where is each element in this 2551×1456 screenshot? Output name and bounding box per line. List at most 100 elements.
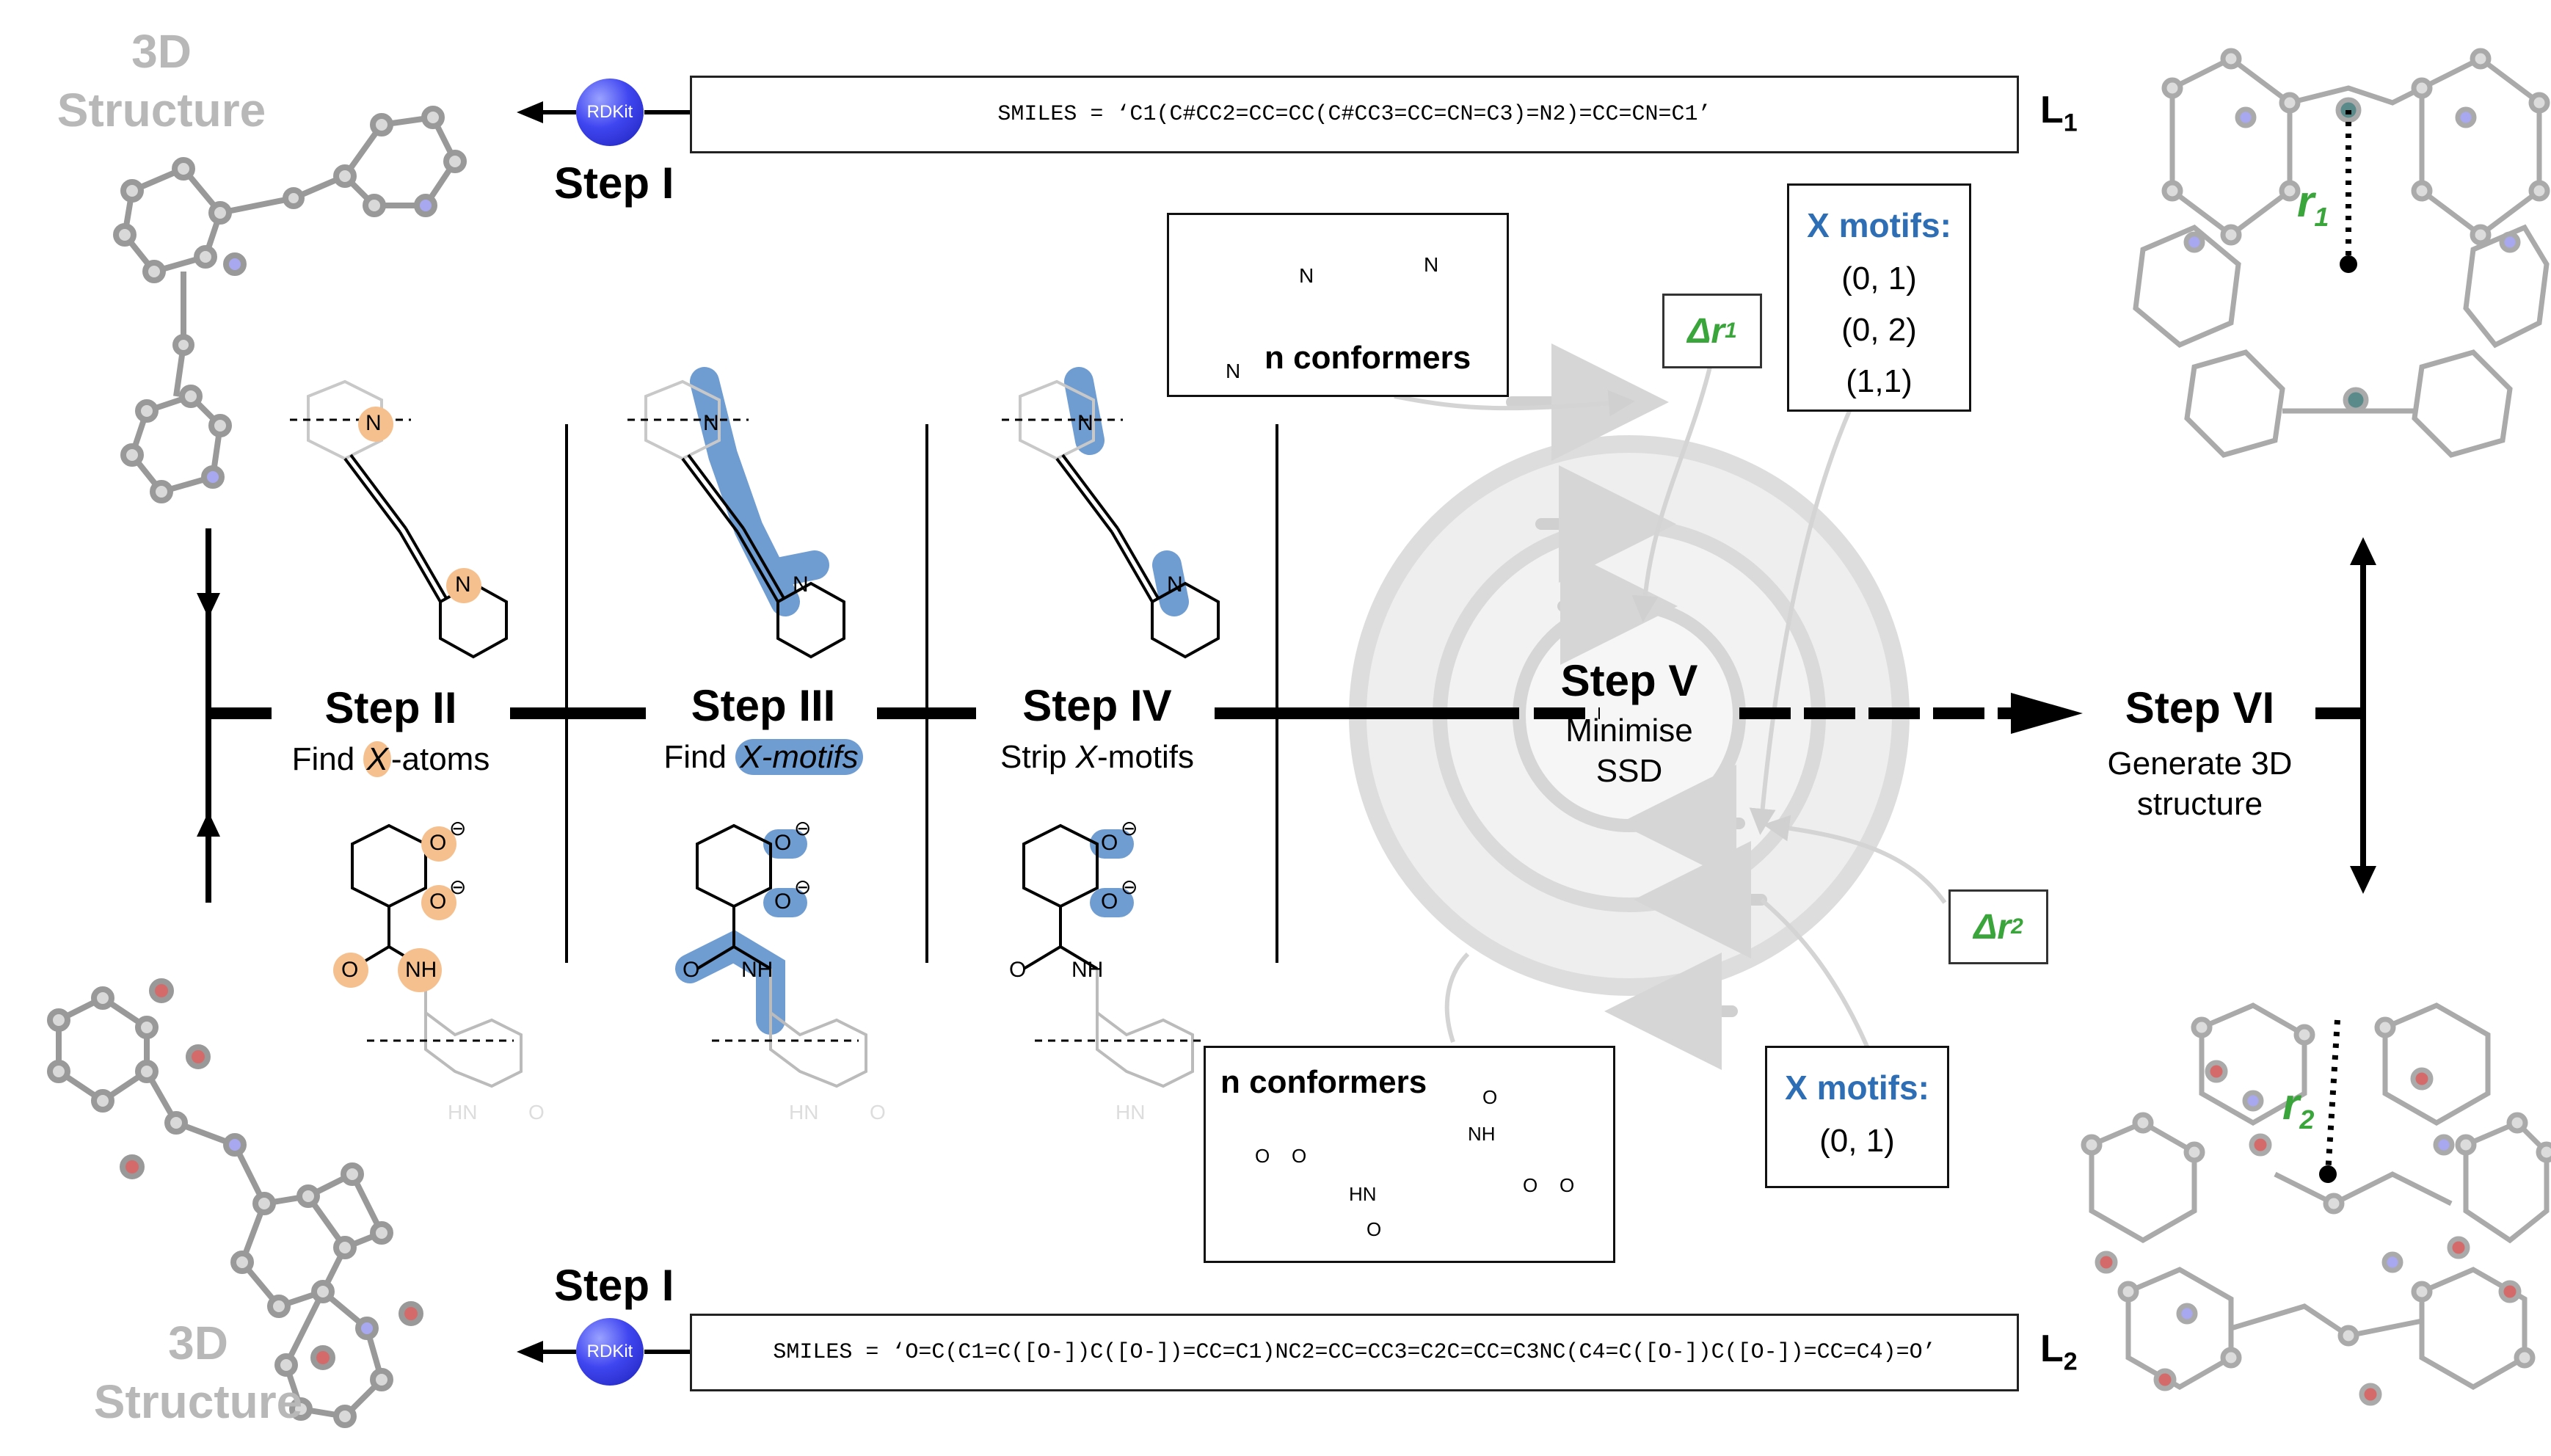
atom-label-n: N xyxy=(1167,572,1183,597)
faded-atom-o: O xyxy=(528,1101,545,1124)
ligand-letter: L xyxy=(2040,1328,2064,1370)
r2-label: r2 xyxy=(2282,1079,2314,1135)
r2-distance-line xyxy=(2325,1019,2340,1175)
step4-title: Step IV xyxy=(1022,681,1172,730)
r1-centroid xyxy=(2340,255,2357,273)
atom-label-o: O xyxy=(774,889,792,914)
atom-label-n: N xyxy=(793,572,809,597)
step2-block: Step II Find X-atoms xyxy=(272,686,510,779)
step4-subtitle: Strip X-motifs xyxy=(976,737,1218,777)
atom-label-n: N xyxy=(365,411,382,435)
conformers-label-top: n conformers xyxy=(1264,340,1471,376)
ligand-subscript: 1 xyxy=(2063,109,2078,137)
delta-r2-label: Δr xyxy=(1973,907,2012,947)
step3-subtitle: Find X-motifs xyxy=(631,737,895,777)
rdkit-label: RDKit xyxy=(586,102,633,122)
atom-label-n: N xyxy=(1226,360,1241,382)
ligand-label-bottom: L2 xyxy=(2040,1327,2078,1376)
structure-label-line2: Structure xyxy=(93,1375,303,1428)
atom-label-o: O xyxy=(1101,889,1118,914)
step4-sub-pre: Strip xyxy=(1000,739,1076,775)
atom-label-o: O xyxy=(1560,1174,1575,1196)
charge-minus: ⊖ xyxy=(449,876,467,898)
step4-block: Step IV Strip X-motifs xyxy=(976,684,1218,777)
atom-label-o: O xyxy=(429,889,447,914)
x-motifs-title-bottom: X motifs: xyxy=(1785,1069,1929,1107)
x-motifs-box-bottom: X motifs: (0, 1) xyxy=(1765,1046,1949,1188)
o-atom-highlight xyxy=(333,953,368,988)
atom-label-n: N xyxy=(1299,264,1314,287)
r1-letter: r xyxy=(2297,177,2315,226)
ligand2-3d-model xyxy=(47,978,423,1428)
charge-minus: ⊖ xyxy=(794,817,812,840)
step6-sub2: structure xyxy=(2136,786,2263,822)
conformers-box-top: n conformers xyxy=(1167,213,1509,397)
atom-label-o: O xyxy=(1101,831,1118,855)
step4-bottom-fragment xyxy=(1022,823,1204,1088)
step3-top-fragment xyxy=(627,367,845,659)
atom-label-nh: NH xyxy=(741,958,774,982)
r2-subscript: 2 xyxy=(2299,1104,2315,1135)
x-motifs-title-top: X motifs: xyxy=(1807,206,1951,244)
structure-label-line1: 3D xyxy=(131,25,192,78)
smiles-box-top: SMILES = ‘C1(C#CC2=CC=CC(C#CC3=CC=CN=C3)… xyxy=(690,76,2019,153)
structure-label-top: 3D Structure xyxy=(44,22,279,139)
right-vertical-arrows xyxy=(2350,537,2376,894)
rdkit-arrows xyxy=(517,101,690,1363)
step4-sub-italic: X xyxy=(1075,739,1098,775)
step1-top-label: Step I xyxy=(554,159,674,208)
step4-sub-post: -motifs xyxy=(1097,739,1195,775)
delta-r2-sub: 2 xyxy=(2011,914,2023,939)
atom-label-o: O xyxy=(1523,1174,1538,1196)
atom-label-o: O xyxy=(1255,1145,1270,1167)
atom-label-n: N xyxy=(1077,411,1093,435)
flow-arrowhead xyxy=(2011,693,2083,734)
atom-label-o: O xyxy=(1292,1145,1307,1167)
step5-sub1: Minimise xyxy=(1565,713,1693,749)
step2-top-fragment xyxy=(290,379,508,659)
feeder-curves xyxy=(1394,366,1947,1058)
atom-label-nh: NH xyxy=(1468,1123,1496,1145)
step1-bottom-label: Step I xyxy=(554,1261,674,1310)
structure-label-bottom: 3D Structure xyxy=(81,1314,316,1431)
rdkit-label: RDKit xyxy=(586,1342,633,1361)
faded-atom-hn: HN xyxy=(1116,1101,1146,1124)
r1-subscript: 1 xyxy=(2314,202,2329,232)
step5-title: Step V xyxy=(1560,656,1698,705)
step3-sub-highlight: X-motifs xyxy=(735,739,863,775)
x-motifs-box-top: X motifs: (0, 1) (0, 2) (1,1) xyxy=(1787,183,1971,412)
conformers-label-bottom: n conformers xyxy=(1220,1064,1427,1100)
step3-bottom-fragment xyxy=(675,823,867,1088)
step2-sub-highlight: X xyxy=(363,741,391,777)
faded-atom-hn: HN xyxy=(448,1101,478,1124)
atom-label-o: O xyxy=(683,958,700,982)
atom-label-o: O xyxy=(1482,1086,1498,1108)
smiles-text-bottom: SMILES = ‘O=C(C1=C([O-])C([O-])=CC=C1)NC… xyxy=(773,1340,1936,1365)
atom-label-o: O xyxy=(774,831,792,855)
n-atom-highlight xyxy=(446,568,481,603)
charge-minus: ⊖ xyxy=(1121,876,1138,898)
ligand-subscript: 2 xyxy=(2063,1347,2078,1376)
step2-sub-post: -atoms xyxy=(390,741,490,777)
smiles-text-top: SMILES = ‘C1(C#CC2=CC=CC(C#CC3=CC=CN=C3)… xyxy=(997,102,1711,127)
step6-block: Step VI Generate 3D structure xyxy=(2084,686,2315,824)
o-atom-highlight xyxy=(421,826,456,862)
faded-atom-o: O xyxy=(870,1101,886,1124)
step6-sub1: Generate 3D xyxy=(2107,746,2293,782)
rdkit-logo-icon: RDKit xyxy=(576,1318,644,1386)
faded-atom-hn: HN xyxy=(789,1101,819,1124)
step2-sub-pre: Find xyxy=(291,741,364,777)
step5-sub2: SSD xyxy=(1595,753,1663,789)
conformers-box-bottom: n conformers xyxy=(1204,1046,1615,1263)
ligand-label-top: L1 xyxy=(2040,88,2078,137)
nh-atom-highlight xyxy=(398,948,442,992)
charge-minus: ⊖ xyxy=(794,876,812,898)
atom-label-nh: NH xyxy=(405,958,437,982)
atom-label-o: O xyxy=(429,831,447,855)
atom-label-nh: NH xyxy=(1071,958,1104,982)
step2-subtitle: Find X-atoms xyxy=(272,739,510,779)
step5-block: Step V Minimise SSD xyxy=(1512,659,1747,791)
